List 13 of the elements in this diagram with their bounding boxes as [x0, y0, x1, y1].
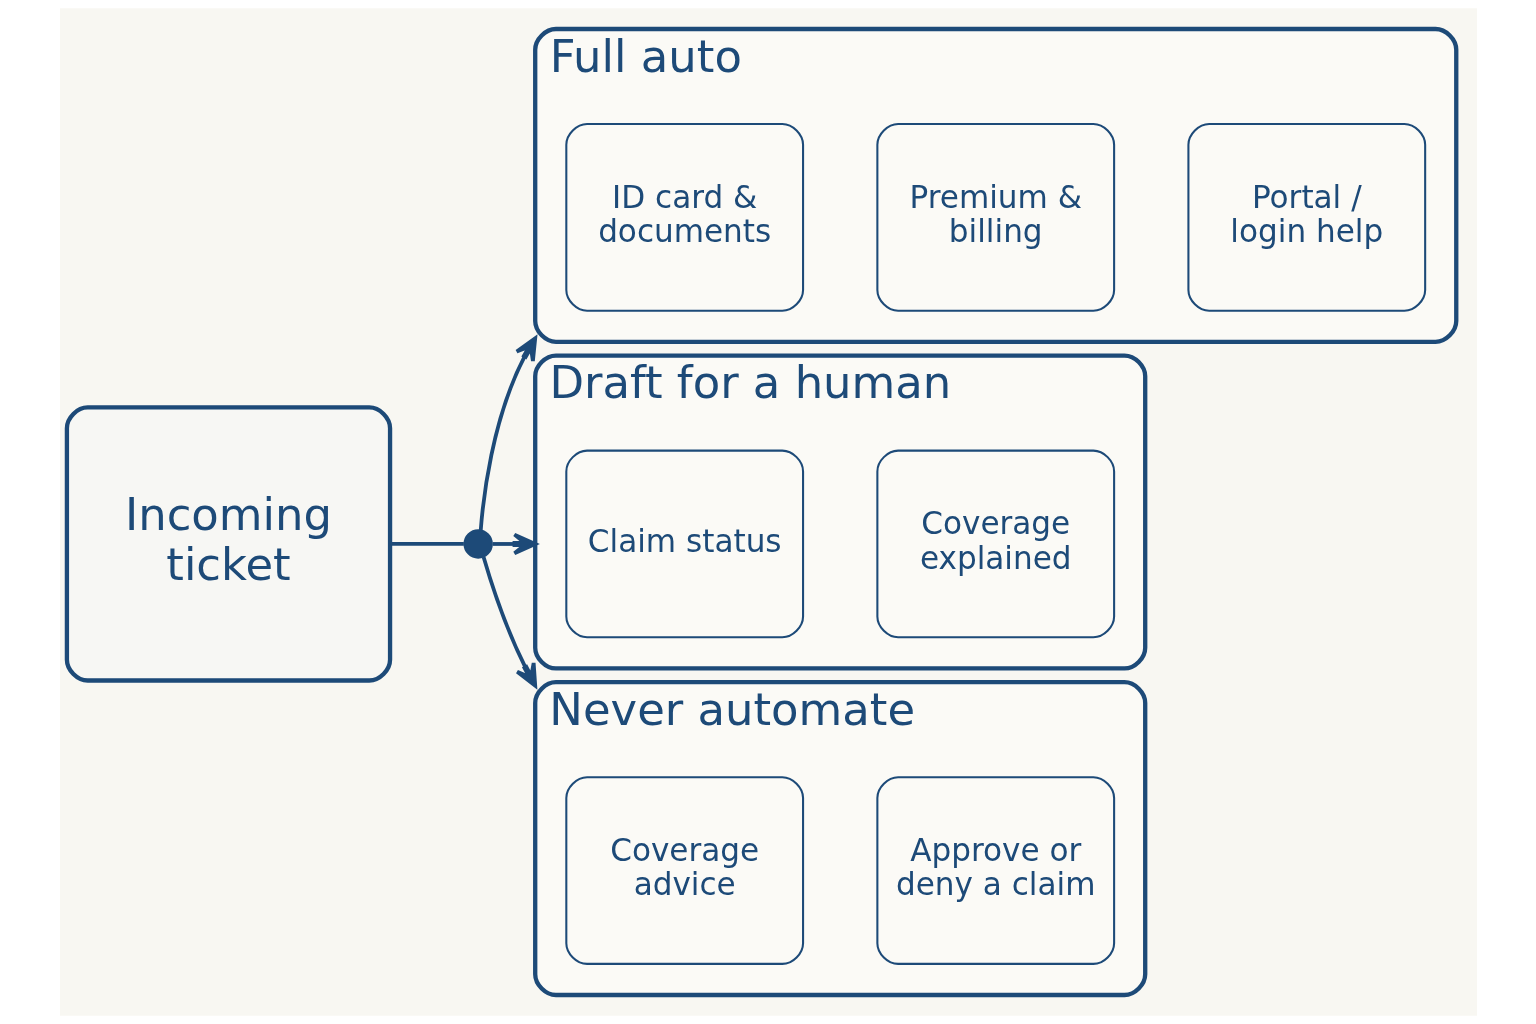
connector: [389, 542, 464, 546]
arrow: [481, 556, 537, 688]
node-box: Incoming ticket: [64, 405, 392, 683]
node-box: Coverage explained: [875, 449, 1115, 639]
node-box: Premium & billing: [875, 123, 1115, 312]
arrow: [492, 532, 537, 556]
node-circle: [463, 529, 493, 559]
node-box: Claim status: [564, 449, 804, 639]
node-box: Portal / login help: [1186, 123, 1426, 312]
node-box: Coverage advice: [564, 776, 804, 965]
node-box: ID card & documents: [564, 123, 804, 312]
arrow: [478, 336, 537, 531]
node-box: Approve or deny a claim: [875, 776, 1115, 965]
